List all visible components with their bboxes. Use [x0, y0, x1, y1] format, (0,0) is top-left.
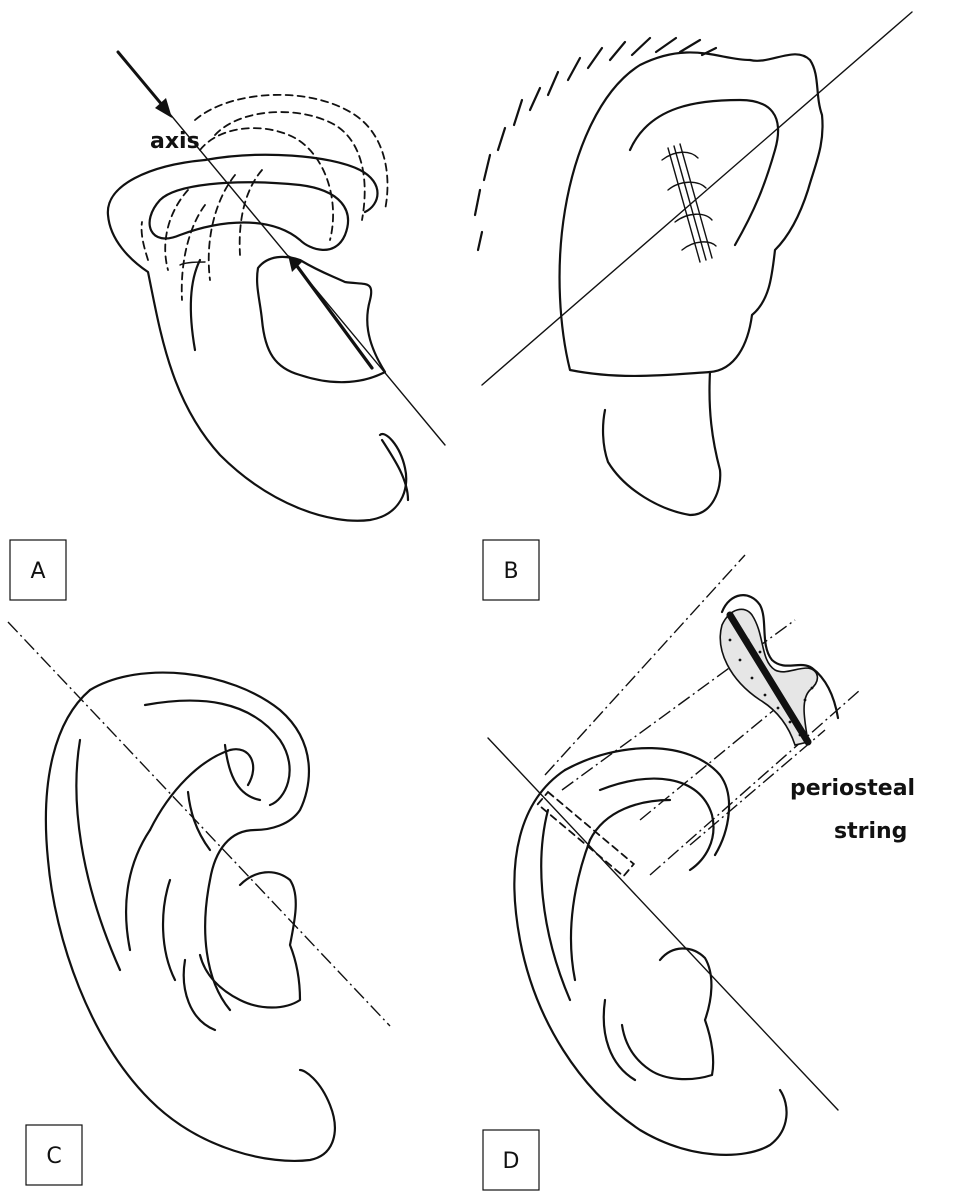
panel-a-helix-outline: [108, 160, 406, 521]
panel-d-annotation-line1: periosteal: [790, 776, 915, 801]
panel-d-label-box: D: [483, 1130, 539, 1190]
panel-b-label-box: B: [483, 540, 539, 600]
panel-d-concha: [622, 948, 713, 1079]
panel-b-drawing: [475, 12, 912, 515]
panel-d-label: D: [503, 1149, 520, 1174]
panel-b-axis-line: [482, 12, 912, 385]
panel-a-fold-arc-1: [195, 95, 387, 210]
panel-d-excision-outline: [538, 792, 634, 876]
panel-c-axis-line: [8, 622, 390, 1026]
panel-c-drawing: [8, 622, 390, 1161]
panel-a-label-box: A: [10, 540, 66, 600]
panel-a-label: A: [30, 559, 45, 584]
panel-c-label-box: C: [26, 1125, 82, 1185]
panel-a-drawing: axis: [108, 52, 445, 521]
panel-c-label: C: [46, 1144, 61, 1169]
panel-d-annotation-line2: string: [834, 819, 907, 844]
panel-d-projection-line-1: [545, 555, 745, 775]
panel-a-concha: [257, 257, 385, 382]
panel-b-label: B: [503, 559, 518, 584]
panel-a-axis-annotation: axis: [150, 129, 200, 154]
panel-c-helix-outline: [90, 673, 309, 1010]
panel-b-sutures: [662, 144, 716, 262]
panel-d-drawing: periosteal string: [488, 555, 915, 1155]
